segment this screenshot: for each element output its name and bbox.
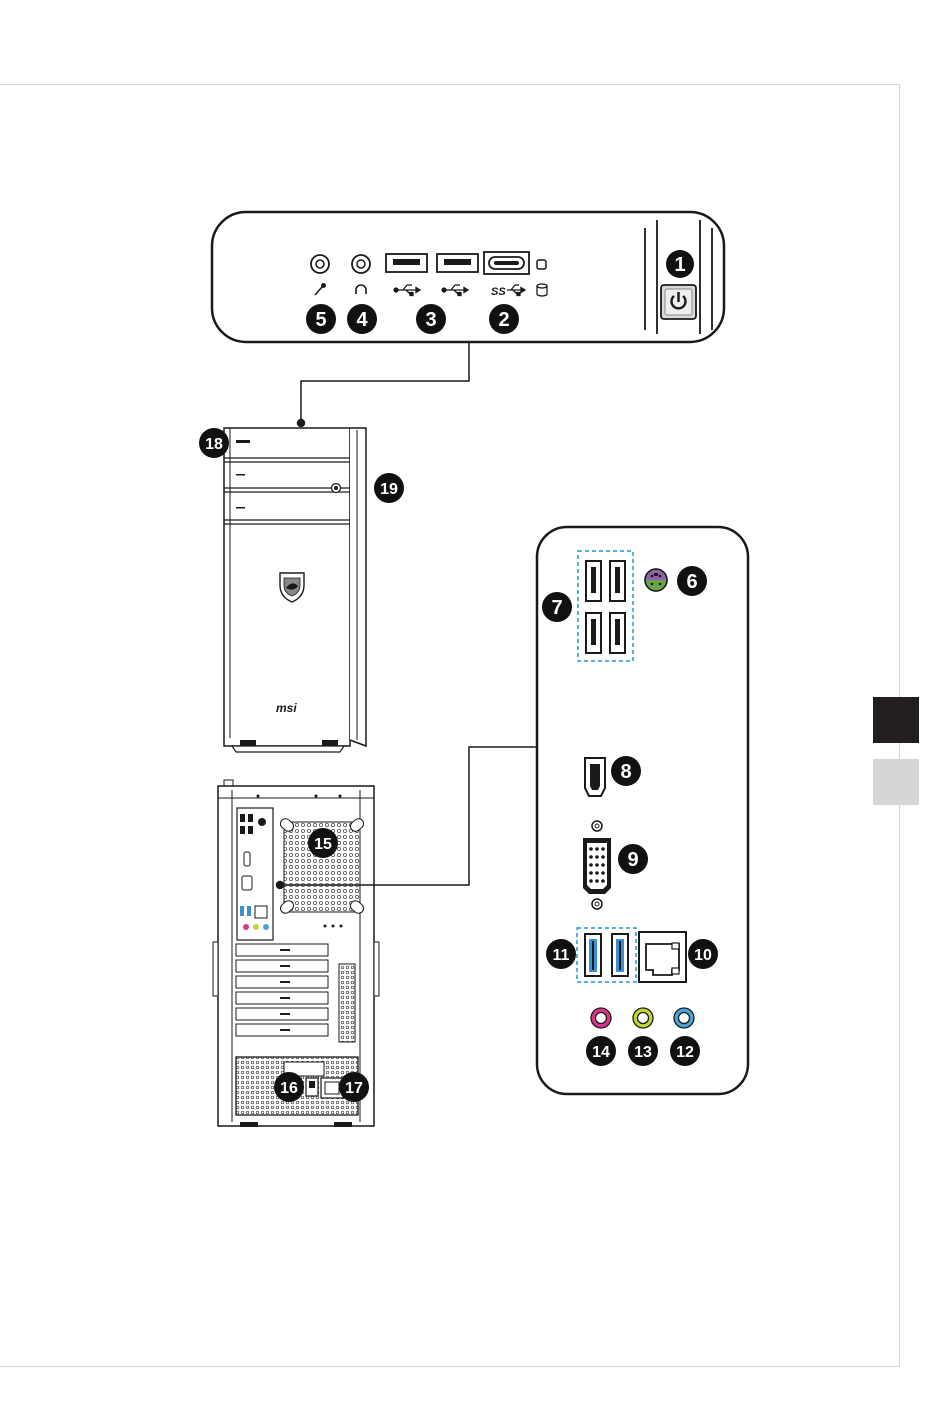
callout-number: 6 xyxy=(686,571,697,593)
callout-badge-usb3-rear: 11 xyxy=(546,939,576,969)
usb2-port-rear-2[interactable] xyxy=(610,561,625,601)
callout-number: 7 xyxy=(551,597,562,619)
brand-logo-text: msi xyxy=(276,701,297,715)
hdmi-port[interactable] xyxy=(585,758,605,796)
callout-badge-lan-port: 10 xyxy=(688,939,718,969)
odd-eject-button[interactable] xyxy=(332,484,341,493)
usb2-port-rear-3[interactable] xyxy=(586,613,601,653)
callout-number: 2 xyxy=(498,309,509,331)
callout-badge-rear-fan: 15 xyxy=(308,828,338,858)
headphone-jack[interactable] xyxy=(352,255,370,273)
usb2-port-rear-4[interactable] xyxy=(610,613,625,653)
tower-front-view: msi xyxy=(224,428,366,752)
callout-number: 17 xyxy=(345,1080,363,1097)
mic-in-jack[interactable] xyxy=(591,1008,611,1028)
callout-badge-ps2-port: 6 xyxy=(677,566,707,596)
usb3-port-front[interactable] xyxy=(484,252,529,274)
callout-badge-card-reader: 18 xyxy=(199,428,229,458)
callout-badge-line-out: 13 xyxy=(628,1036,658,1066)
callout-badge-usb2-front: 3 xyxy=(416,304,446,334)
callout-number: 10 xyxy=(694,947,712,964)
line-out-jack[interactable] xyxy=(633,1008,653,1028)
callout-badge-hdmi-port: 8 xyxy=(611,756,641,786)
callout-number: 12 xyxy=(676,1044,694,1061)
ps2-port[interactable] xyxy=(645,569,667,591)
front-io-panel: SS xyxy=(212,212,724,342)
callout-badge-line-in: 12 xyxy=(670,1036,700,1066)
callout-badge-usb3-front: 2 xyxy=(489,304,519,334)
usb2-port-rear-1[interactable] xyxy=(586,561,601,601)
callout-number: 1 xyxy=(674,254,685,276)
callout-badge-power-button: 1 xyxy=(666,250,694,278)
usb3-port-rear-1[interactable] xyxy=(585,934,601,976)
usb3-port-rear-2[interactable] xyxy=(612,934,628,976)
mic-jack[interactable] xyxy=(311,255,329,273)
callout-number: 16 xyxy=(280,1080,298,1097)
lan-port[interactable] xyxy=(639,932,686,982)
callout-number: 13 xyxy=(634,1044,652,1061)
line-in-jack[interactable] xyxy=(674,1008,694,1028)
callout-badge-vga-port: 9 xyxy=(618,844,648,874)
leader-line-front-panel xyxy=(298,342,470,427)
callout-badge-mic-jack: 5 xyxy=(306,304,336,334)
callout-number: 3 xyxy=(425,309,436,331)
callout-badge-headphone-jack: 4 xyxy=(347,304,377,334)
hdd-led xyxy=(537,260,546,269)
callout-number: 15 xyxy=(314,836,332,853)
callout-number: 5 xyxy=(315,309,326,331)
usb2-port-front-1[interactable] xyxy=(386,254,427,272)
usb3-ss-mark: SS xyxy=(491,286,506,298)
usb2-port-front-2[interactable] xyxy=(437,254,478,272)
callout-badge-odd-eject: 19 xyxy=(374,473,404,503)
psu-power-switch[interactable] xyxy=(306,1078,318,1096)
callout-number: 11 xyxy=(553,947,570,964)
callout-badge-psu-switch: 16 xyxy=(274,1072,304,1102)
card-reader-slot[interactable] xyxy=(236,440,250,443)
callout-number: 19 xyxy=(380,481,398,498)
callout-number: 14 xyxy=(592,1044,610,1061)
callout-badge-usb2-rear: 7 xyxy=(542,592,572,622)
callout-badge-power-jack: 17 xyxy=(339,1072,369,1102)
callout-number: 9 xyxy=(627,849,638,871)
callout-number: 8 xyxy=(620,761,631,783)
callout-number: 4 xyxy=(356,309,368,331)
callout-badge-mic-in: 14 xyxy=(586,1036,616,1066)
callout-number: 18 xyxy=(205,436,223,453)
